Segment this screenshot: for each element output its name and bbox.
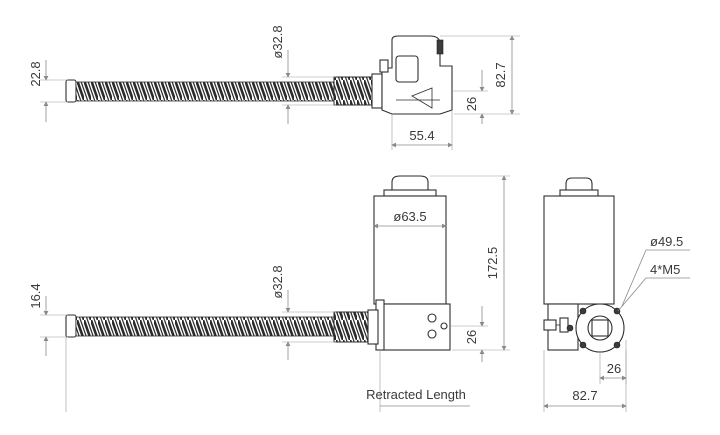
end-bolt-spec-dim: 4*M5: [650, 262, 680, 277]
cable-gland: [436, 39, 444, 55]
gearbox-screw-top: [427, 313, 437, 323]
rod-end-cap: [65, 314, 77, 338]
end-view: ø49.5 4*M5 26 82.7: [543, 177, 690, 412]
side-offset-dim: 26: [464, 330, 479, 344]
screw-nut: [333, 76, 373, 106]
top-rod-height-dim: 22.8: [28, 61, 43, 86]
side-rod-height-dim: 16.4: [28, 283, 43, 308]
side-total-height-dim: 172.5: [485, 247, 500, 280]
nut-flange: [371, 73, 383, 109]
end-motor-body: [543, 195, 615, 305]
bolt-hole-1: [579, 307, 587, 315]
end-bolt-circle-dim: ø49.5: [650, 234, 683, 249]
end-width-dim: 82.7: [572, 388, 597, 403]
screw-nut: [333, 311, 369, 343]
top-offset-dim: 26: [464, 97, 479, 111]
lead-screw: [75, 81, 335, 102]
top-housing-width-dim: 55.4: [409, 128, 434, 143]
motor-body: [373, 195, 447, 305]
gearbox-housing: [379, 303, 451, 351]
housing-clamp: [395, 55, 419, 83]
bolt-hole-4: [613, 341, 621, 349]
top-tube-diameter-dim: ø32.8: [270, 25, 285, 58]
lead-screw: [75, 316, 335, 337]
end-cable-gland: [543, 319, 557, 331]
top-view: 22.8 ø32.8 82.7 26 55.4: [28, 25, 520, 150]
motor-end-cap: [391, 175, 429, 191]
bolt-hole-3: [579, 341, 587, 349]
retracted-length-label: Retracted Length: [366, 387, 466, 402]
side-view: 16.4 ø32.8 ø63.5 172.5 26 Retracted Leng…: [28, 175, 510, 412]
side-motor-diameter-dim: ø63.5: [393, 209, 426, 224]
end-offset-dim: 26: [607, 361, 621, 376]
gearbox-screw-bottom: [427, 329, 437, 339]
bolt-hole-2: [613, 307, 621, 315]
end-motor-cap: [565, 177, 593, 191]
top-total-height-dim: 82.7: [493, 62, 508, 87]
side-tube-diameter-dim: ø32.8: [270, 265, 285, 298]
rod-end-cap: [65, 79, 77, 103]
